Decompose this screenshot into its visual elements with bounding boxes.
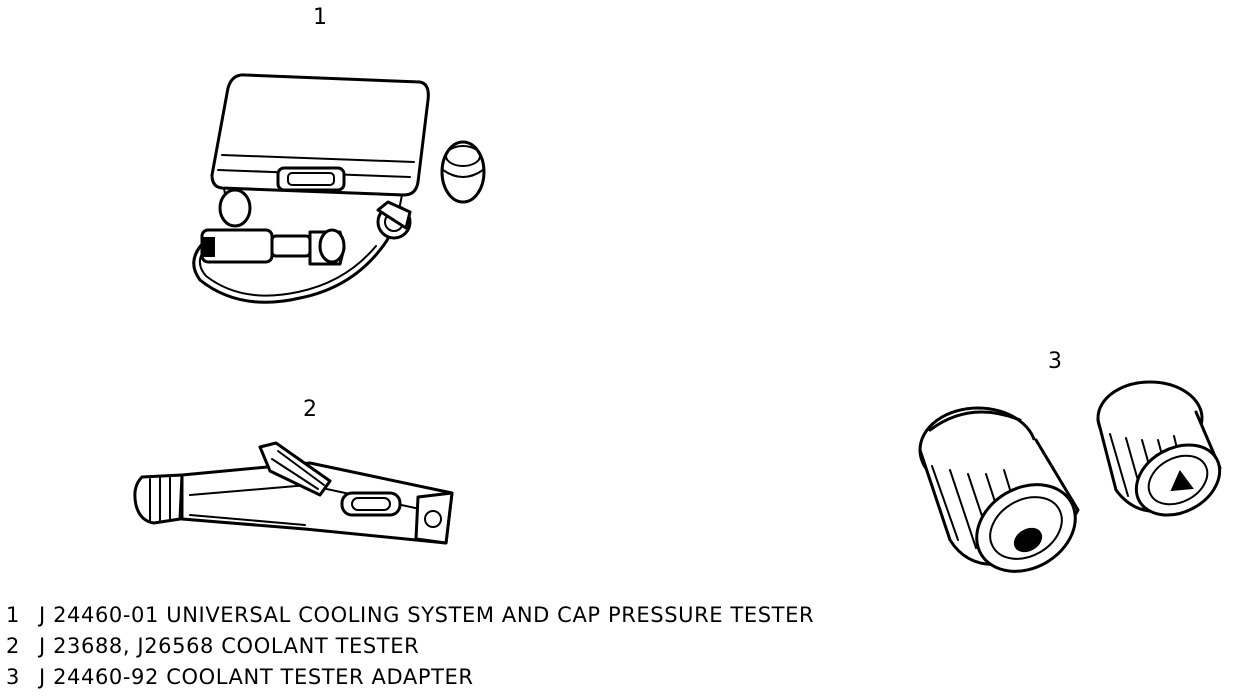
callout-3: 3 xyxy=(1048,349,1062,374)
legend-item-1: 1 J 24460-01 UNIVERSAL COOLING SYSTEM AN… xyxy=(6,600,906,631)
legend-number: 3 xyxy=(6,665,20,689)
legend-number: 2 xyxy=(6,634,20,658)
coolant-tester-illustration xyxy=(133,441,454,545)
legend-item-3: 3 J 24460-92 COOLANT TESTER ADAPTER xyxy=(6,662,906,693)
tool-legend: 1 J 24460-01 UNIVERSAL COOLING SYSTEM AN… xyxy=(6,600,906,693)
legend-number: 1 xyxy=(6,603,20,627)
callout-2: 2 xyxy=(303,397,317,422)
legend-text: J 24460-92 COOLANT TESTER ADAPTER xyxy=(39,665,474,689)
pressure-tester-illustration xyxy=(192,73,486,304)
legend-item-2: 2 J 23688, J26568 COOLANT TESTER xyxy=(6,631,906,662)
legend-text: J 24460-01 UNIVERSAL COOLING SYSTEM AND … xyxy=(39,603,815,627)
callout-1: 1 xyxy=(313,5,327,30)
adapter-illustration xyxy=(918,380,1222,573)
legend-text: J 23688, J26568 COOLANT TESTER xyxy=(39,634,420,658)
